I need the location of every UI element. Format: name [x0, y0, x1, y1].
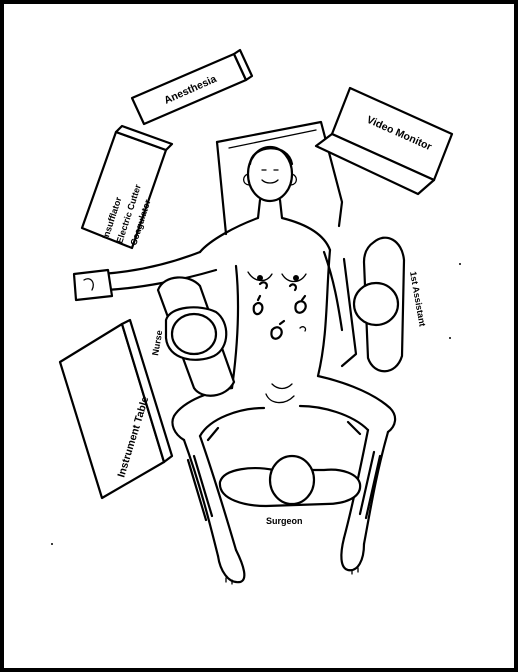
- nurse-label: Nurse: [150, 329, 164, 356]
- anesthesia-box: Anesthesia: [132, 50, 252, 124]
- surgeon-figure: Surgeon: [220, 456, 360, 526]
- first-assistant-figure: 1st Assistant: [354, 238, 428, 372]
- first-assistant-label: 1st Assistant: [408, 271, 428, 328]
- insufflator-box: Insufflator Electric Cutter Coagulator: [82, 126, 172, 248]
- operating-room-diagram: Anesthesia Video Monitor Insufflator Ele…: [4, 4, 514, 668]
- surgeon-label: Surgeon: [266, 516, 303, 526]
- nurse-figure: Nurse: [150, 277, 234, 395]
